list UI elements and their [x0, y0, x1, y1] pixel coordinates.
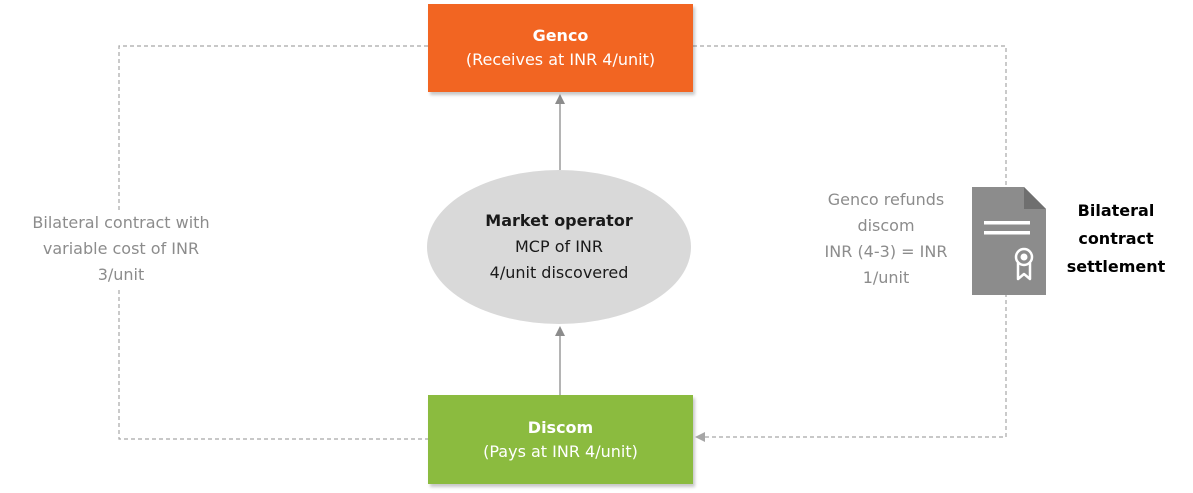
settlement-line-3: settlement [1066, 257, 1166, 276]
genco-box: Genco (Receives at INR 4/unit) [428, 4, 693, 92]
market-operator-title: Market operator [485, 211, 633, 230]
genco-title: Genco [532, 26, 589, 45]
discom-box: Discom (Pays at INR 4/unit) [428, 395, 693, 484]
left-note-line-3: 3/unit [97, 265, 145, 284]
right-note-line-4: 1/unit [862, 268, 910, 287]
settlement-line-2: contract [1078, 229, 1154, 248]
left-note-line-2: variable cost of INR [42, 239, 200, 258]
bilateral-contract-note: Bilateral contract with variable cost of… [6, 210, 236, 288]
left-note-line-1: Bilateral contract with [32, 213, 210, 232]
bilateral-contract-settlement-label: Bilateral contract settlement [1058, 197, 1174, 281]
settlement-line-1: Bilateral [1077, 201, 1155, 220]
right-note-line-2: discom [857, 216, 915, 235]
right-note-line-1: Genco refunds [827, 190, 945, 209]
document-certificate-icon [972, 187, 1046, 295]
contract-dashed-line-right [693, 45, 1007, 442]
genco-subtitle: (Receives at INR 4/unit) [465, 50, 656, 69]
refund-note: Genco refunds discom INR (4-3) = INR 1/u… [806, 187, 966, 291]
right-note-line-3: INR (4-3) = INR [824, 242, 948, 261]
discom-subtitle: (Pays at INR 4/unit) [483, 441, 638, 461]
discom-title: Discom [527, 417, 594, 437]
market-operator-ellipse: Market operator MCP of INR 4/unit discov… [427, 170, 691, 324]
market-operator-line-2: 4/unit discovered [489, 263, 629, 282]
market-operator-line-1: MCP of INR [514, 237, 604, 256]
